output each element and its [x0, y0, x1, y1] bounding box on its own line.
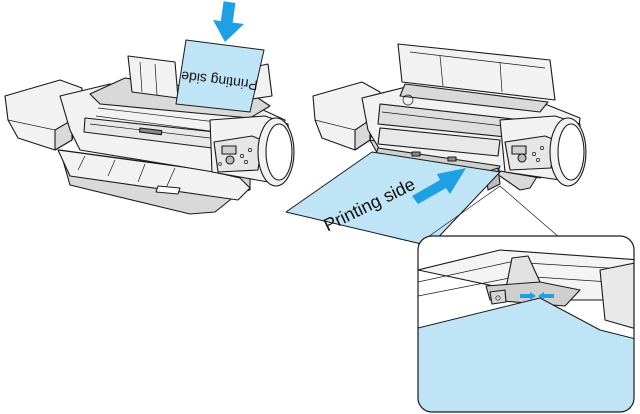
printer-top-feed: Printing side — [4, 1, 295, 215]
arrows-inward-icon — [520, 292, 554, 300]
arrow-down-icon — [213, 1, 244, 42]
magnified-detail — [417, 235, 635, 413]
printer-front-feed: Printing side — [285, 43, 587, 247]
top-fed-paper — [175, 39, 265, 113]
arrow-right-icon — [412, 168, 466, 204]
